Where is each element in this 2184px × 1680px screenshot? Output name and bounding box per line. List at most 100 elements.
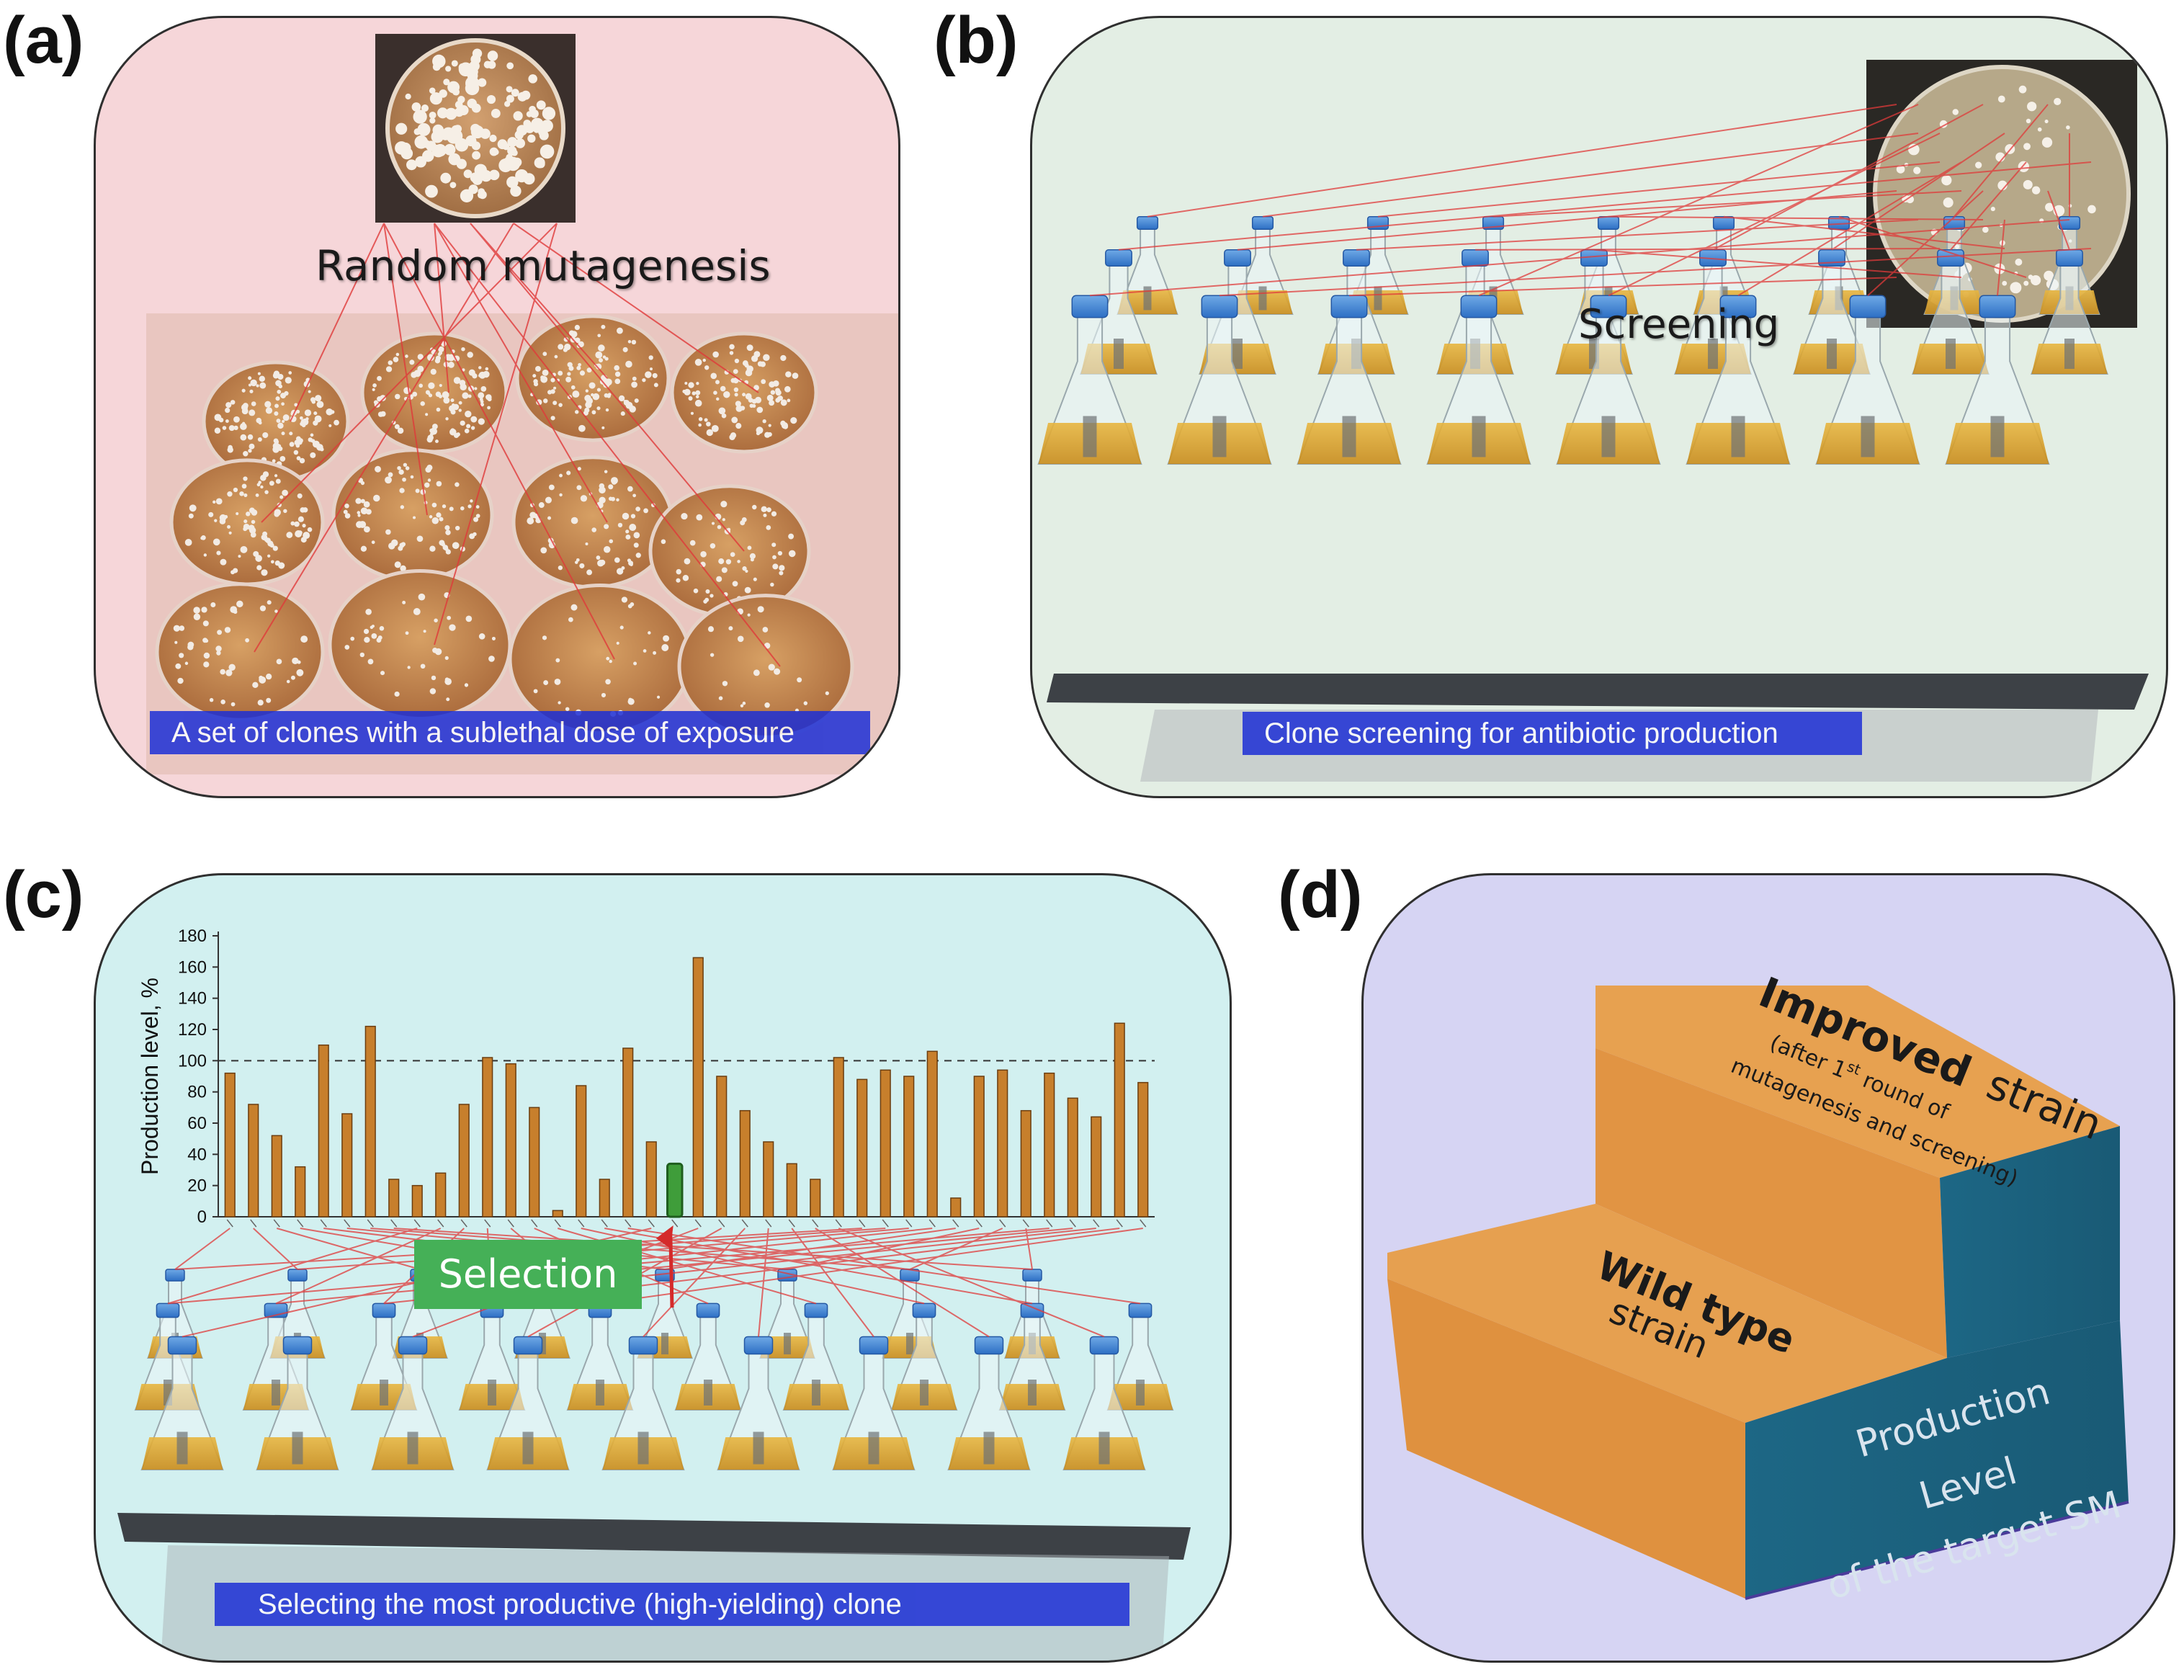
mutant-plate	[331, 448, 494, 582]
arrow	[1593, 249, 1962, 278]
colony	[757, 606, 764, 613]
colony	[471, 141, 481, 151]
colony	[567, 362, 573, 367]
x-tick	[507, 1219, 514, 1228]
colony	[695, 395, 699, 399]
colony	[543, 680, 549, 686]
x-tick	[882, 1219, 889, 1228]
y-axis-label: Production level, %	[137, 978, 163, 1175]
colony	[797, 677, 802, 683]
colony	[695, 390, 701, 396]
flask	[140, 1336, 224, 1470]
flask	[1556, 295, 1661, 465]
colony	[732, 581, 738, 587]
colony	[585, 389, 588, 393]
colony	[359, 652, 365, 658]
x-tick	[671, 1219, 679, 1228]
colony	[2045, 202, 2054, 212]
colony	[436, 407, 441, 412]
colony	[731, 416, 738, 424]
colony	[303, 507, 308, 513]
colony	[704, 418, 708, 422]
bar	[856, 1078, 868, 1217]
colony	[436, 512, 442, 518]
colony	[465, 136, 473, 143]
x-tick	[344, 1219, 351, 1228]
colony	[419, 383, 423, 388]
colony	[635, 506, 640, 511]
colony	[756, 431, 761, 436]
colony	[661, 644, 669, 651]
colony	[297, 493, 303, 499]
arrow	[1118, 161, 2092, 251]
colony	[388, 360, 393, 365]
colony	[554, 679, 561, 685]
colony	[372, 388, 375, 391]
colony	[604, 470, 608, 473]
colony	[224, 627, 231, 633]
flask	[1815, 295, 1920, 465]
colony	[737, 635, 744, 643]
colony	[720, 501, 728, 508]
colony	[320, 447, 324, 452]
colony	[715, 380, 720, 385]
colony	[289, 432, 293, 436]
colony	[468, 184, 478, 195]
arrow	[1608, 133, 1941, 297]
colony	[2028, 274, 2033, 280]
bar	[903, 1076, 915, 1217]
colony	[380, 671, 385, 676]
colony	[285, 377, 292, 384]
caption-panel-b: Clone screening for antibiotic productio…	[1243, 712, 1862, 755]
colony	[491, 109, 501, 118]
caption-panel-a: A set of clones with a sublethal dose of…	[150, 711, 870, 754]
colony	[344, 645, 350, 650]
arrow	[254, 223, 514, 653]
colony	[753, 577, 757, 581]
colony	[618, 395, 625, 402]
x-tick	[531, 1219, 538, 1228]
colony	[547, 390, 552, 395]
colony	[716, 576, 722, 582]
colony	[202, 620, 209, 627]
colony	[444, 656, 449, 660]
colony	[398, 469, 404, 475]
colony	[707, 626, 715, 633]
colony	[690, 411, 694, 415]
colony	[769, 400, 775, 406]
colony	[753, 669, 760, 676]
colony	[251, 519, 256, 524]
colony	[304, 409, 312, 416]
colony	[428, 393, 433, 398]
bar	[224, 1072, 236, 1217]
colony	[442, 391, 449, 399]
colony	[723, 390, 730, 398]
colony	[300, 416, 303, 420]
flask	[1106, 1303, 1174, 1411]
x-tick	[999, 1219, 1006, 1228]
colony	[400, 505, 405, 509]
colony	[377, 375, 382, 381]
bar	[716, 1076, 728, 1217]
arrow	[434, 223, 449, 393]
colony	[447, 615, 452, 620]
colony	[360, 507, 368, 514]
colony	[696, 382, 699, 385]
colony	[563, 336, 569, 342]
colony	[412, 516, 416, 519]
colony	[365, 609, 372, 615]
arrow	[1838, 215, 2027, 278]
flask	[1793, 249, 1871, 375]
colony	[1913, 166, 1921, 174]
colony	[258, 421, 262, 425]
colony	[464, 683, 469, 687]
colony	[710, 653, 715, 657]
title-random-mutagenesis: Random mutagenesis	[315, 241, 771, 290]
arrow	[758, 1228, 769, 1337]
arrow	[1262, 133, 1919, 218]
x-tick	[952, 1219, 959, 1228]
colony	[566, 470, 571, 475]
colony	[540, 375, 548, 383]
colony	[212, 500, 216, 504]
colony	[297, 516, 304, 522]
